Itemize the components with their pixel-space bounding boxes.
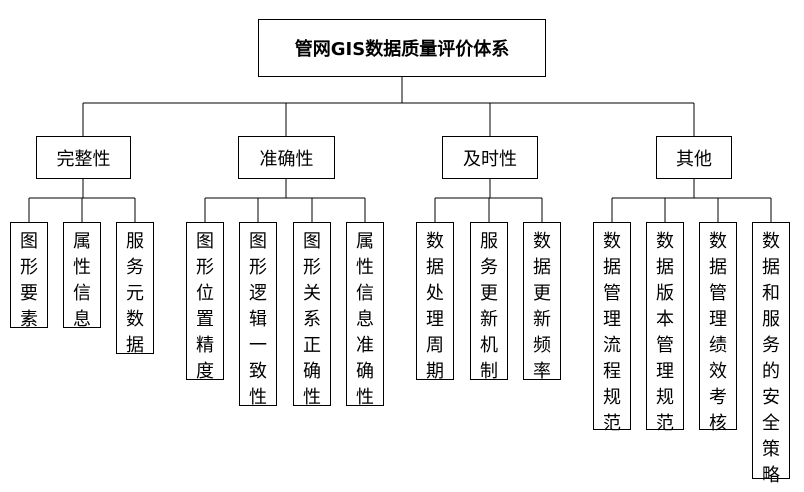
leaf-node-performance-assessment: 数据管理绩效考核 [699, 222, 737, 434]
leaf-node-graphic-elements: 图形要素 [10, 222, 48, 330]
leaf-node-processing-cycle: 数据处理周期 [416, 222, 454, 382]
leaf-node-relation-correctness: 图形关系正确性 [293, 222, 331, 408]
leaf-label: 数据版本管理规范 [656, 231, 674, 434]
leaf-label: 图形逻辑一致性 [249, 231, 267, 408]
category-label: 准确性 [259, 148, 314, 170]
leaf-label: 图形位置精度 [196, 231, 214, 382]
leaf-label: 图形要素 [20, 231, 38, 330]
leaf-node-update-mechanism: 服务更新机制 [470, 222, 508, 382]
leaf-node-logic-consistency: 图形逻辑一致性 [239, 222, 277, 408]
category-node-completeness: 完整性 [36, 136, 131, 179]
leaf-label: 图形关系正确性 [303, 231, 321, 408]
root-label: 管网GIS数据质量评价体系 [294, 39, 510, 60]
category-node-timeliness: 及时性 [442, 136, 538, 179]
leaf-node-management-process: 数据管理流程规范 [593, 222, 631, 434]
leaf-label: 属性信息准确性 [356, 231, 374, 408]
leaf-node-position-precision: 图形位置精度 [186, 222, 224, 382]
leaf-node-attribute-accuracy: 属性信息准确性 [346, 222, 384, 408]
leaf-node-attribute-info: 属性信息 [63, 222, 101, 330]
leaf-node-version-management: 数据版本管理规范 [646, 222, 684, 434]
leaf-node-security-strategy: 数据和服务的安全策略 [752, 222, 790, 486]
category-label: 及时性 [463, 148, 517, 170]
category-label: 其他 [676, 148, 712, 170]
leaf-label: 数据和服务的安全策略 [762, 231, 780, 486]
leaf-label: 服务元数据 [126, 231, 144, 356]
leaf-label: 服务更新机制 [480, 231, 498, 382]
root-node: 管网GIS数据质量评价体系 [258, 19, 546, 77]
category-node-other: 其他 [656, 136, 732, 179]
leaf-label: 数据处理周期 [426, 231, 444, 382]
category-label: 完整性 [56, 148, 111, 170]
leaf-node-update-frequency: 数据更新频率 [523, 222, 561, 382]
category-node-accuracy: 准确性 [238, 136, 335, 179]
leaf-label: 属性信息 [73, 231, 91, 330]
leaf-label: 数据管理绩效考核 [709, 231, 727, 434]
leaf-label: 数据管理流程规范 [603, 231, 621, 434]
leaf-label: 数据更新频率 [533, 231, 551, 382]
leaf-node-service-metadata: 服务元数据 [116, 222, 154, 356]
